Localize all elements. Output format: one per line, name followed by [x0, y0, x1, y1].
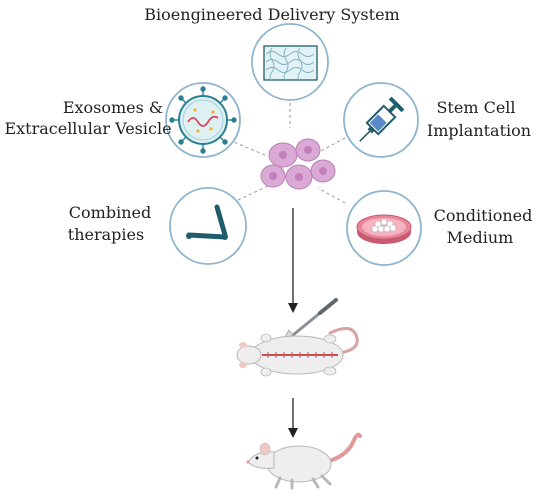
connector-right-bottom — [317, 187, 346, 204]
hydrogel-scaffold-circle — [251, 23, 329, 101]
label-combined-line2: therapies — [68, 225, 144, 244]
syringe-circle — [343, 82, 419, 158]
hydrogel-scaffold-icon — [263, 45, 318, 81]
extracellular-vesicle-icon — [169, 86, 237, 154]
stem-cell-cluster — [260, 138, 336, 190]
label-conditioned-line1: Conditioned — [434, 206, 533, 225]
connector-left-bottom — [237, 185, 269, 201]
extracellular-vesicle-circle — [165, 82, 241, 158]
petri-dish-icon — [356, 214, 412, 244]
label-combined-line1: Combined — [69, 203, 151, 222]
treadmill-circle — [169, 187, 247, 265]
syringe-icon — [359, 96, 405, 142]
label-exosomes-line2: Extracellular Vesicle — [4, 119, 171, 138]
arrow-2 — [288, 398, 298, 438]
treadmill-icon — [186, 204, 228, 240]
rat-spinal-injury-icon — [236, 327, 359, 377]
dashed-connectors — [228, 97, 346, 204]
label-conditioned-line2: Medium — [447, 228, 514, 247]
label-stem-cell-line1: Stem Cell — [436, 98, 515, 117]
arrow-1 — [288, 208, 298, 313]
petri-dish-circle — [346, 190, 422, 266]
recovered-rat-icon — [246, 432, 362, 490]
label-stem-cell-line2: Implantation — [427, 121, 531, 140]
diagram-title: Bioengineered Delivery System — [144, 5, 399, 24]
connector-left-top — [228, 139, 266, 156]
label-exosomes-line1: Exosomes & — [63, 98, 163, 117]
